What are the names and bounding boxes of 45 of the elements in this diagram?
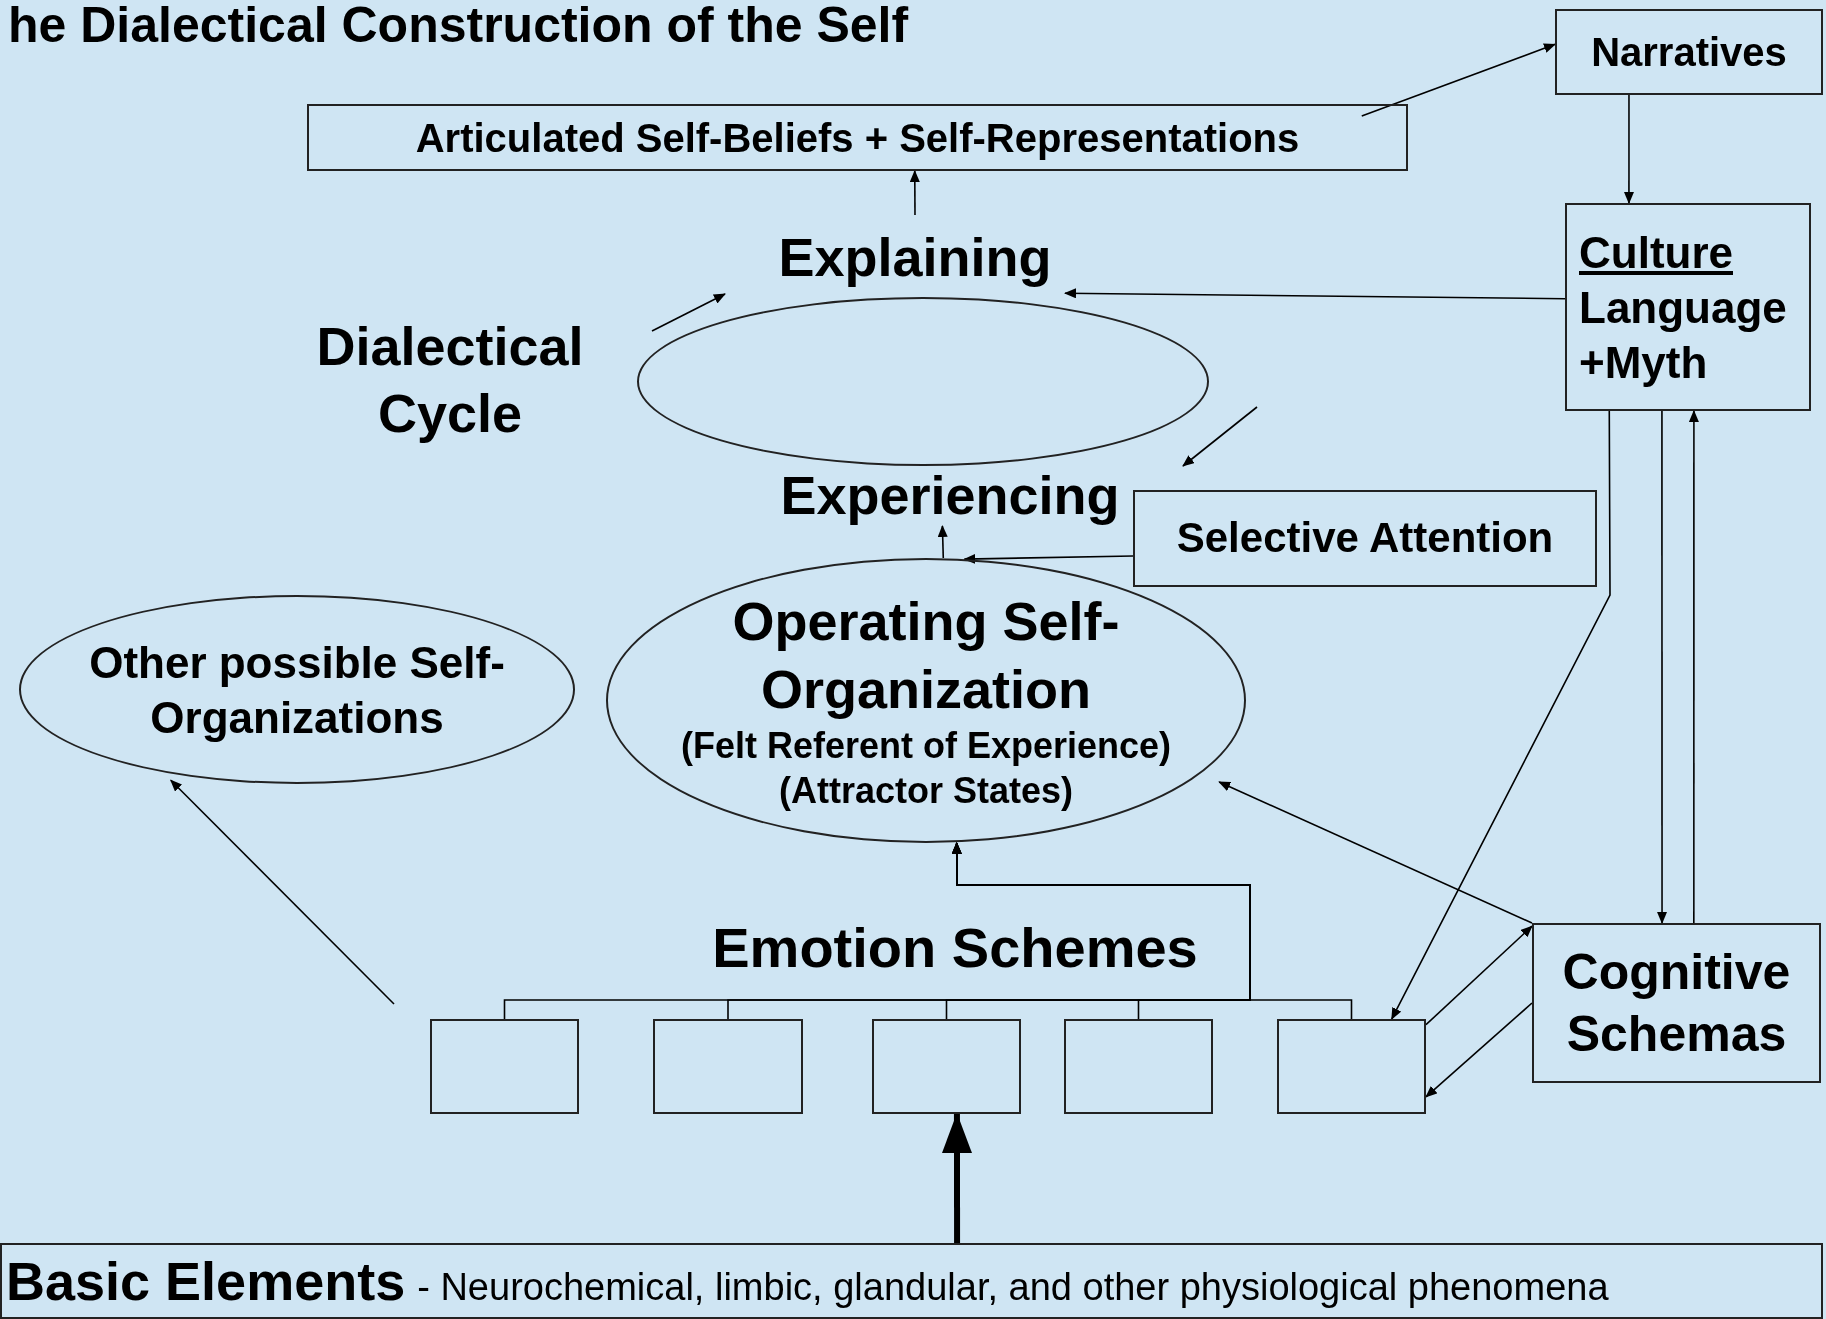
arrow (1425, 925, 1533, 1026)
node-text: Operating Self-Organization (731, 590, 1121, 721)
arrow (963, 553, 1134, 564)
scheme-box (1277, 1019, 1426, 1114)
other-organizations-ellipse (19, 595, 575, 784)
arrow (909, 170, 920, 216)
scheme-box (1064, 1019, 1213, 1114)
basic-elements-heading: Basic Elements (6, 1249, 406, 1313)
node-text: Cognitive Schemas (1561, 942, 1792, 1064)
node-text: Articulated Self-Beliefs + Self-Representations (415, 114, 1300, 162)
node-text: Narratives (1591, 29, 1787, 76)
node-text: (Felt Referent of Experience) (680, 724, 1172, 768)
arrow (937, 525, 948, 559)
arrow (1218, 781, 1533, 924)
experiencing-label-text: Experiencing (780, 464, 1120, 528)
arrow (170, 779, 395, 1005)
arrow (1360, 43, 1556, 117)
block-arrow (941, 1113, 972, 1243)
scheme-box (653, 1019, 803, 1114)
selective-attention-box (1133, 490, 1597, 587)
scheme-box (872, 1019, 1021, 1114)
self-organization-ellipse (606, 558, 1246, 843)
diagram-title: he Dialectical Construction of the Self (8, 0, 909, 50)
arrow (1064, 288, 1566, 300)
scheme-box (430, 1019, 579, 1114)
arrow (1390, 410, 1611, 1020)
arrow (1688, 410, 1699, 924)
explaining-label-text: Explaining (778, 225, 1052, 289)
node-text: Other possible Self-Organizations (88, 636, 506, 744)
arrow (1425, 1002, 1533, 1098)
self-beliefs-box (307, 104, 1408, 171)
culture-heading: Culture (1579, 226, 1733, 279)
narratives-box (1555, 9, 1823, 95)
arrow (951, 842, 1353, 1020)
basic-elements-box (0, 1243, 1823, 1319)
dialectical-cycle-label-text: Dialectical Cycle (315, 314, 585, 445)
physiology-text: - Neurochemical, limbic, glandular, and other physiological phenomena (417, 1264, 1609, 1310)
culture-box (1565, 203, 1811, 411)
arrow (1657, 410, 1668, 924)
node-text: (Attractor States) (778, 769, 1073, 813)
node-text: Selective Attention (1176, 513, 1554, 564)
cycle-ellipse (637, 297, 1209, 466)
arrow (1623, 94, 1634, 204)
language-myth-text: Language +Myth (1579, 281, 1788, 389)
cognitive-schemas-box (1532, 923, 1821, 1083)
